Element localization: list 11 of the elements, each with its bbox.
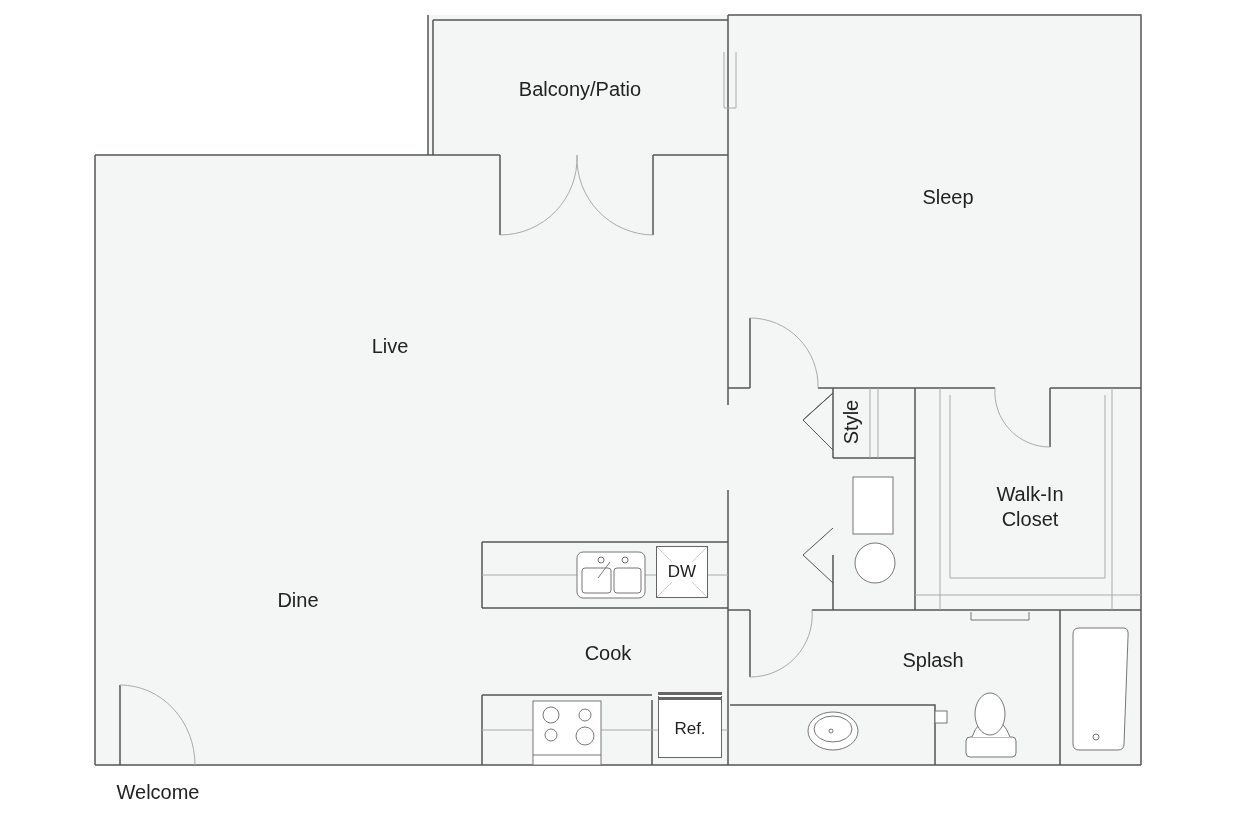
room-label: Style (838, 399, 863, 445)
dishwasher-box: DW (656, 546, 708, 598)
room-label: Dine (277, 587, 319, 613)
room-label: Balcony/Patio (518, 76, 642, 102)
room-label: Cook (584, 640, 632, 666)
refrigerator-box: Ref. (658, 692, 722, 758)
room-label: Splash (902, 647, 964, 673)
room-label: Live (371, 333, 409, 359)
room-label: Walk-In Closet (995, 482, 1065, 532)
entry-label: Welcome (116, 779, 200, 805)
room-label: Sleep (922, 184, 974, 210)
